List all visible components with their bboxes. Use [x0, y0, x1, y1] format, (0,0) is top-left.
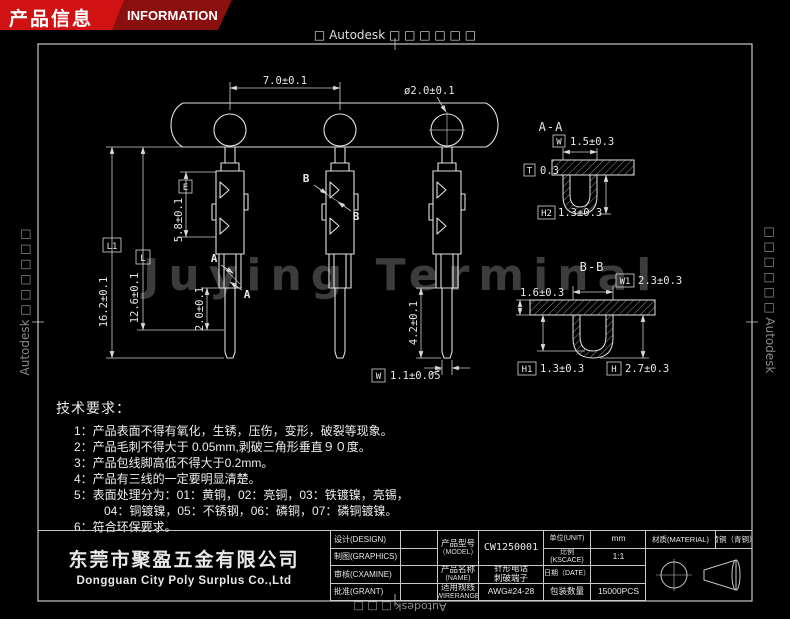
svg-text:A-A: A-A	[539, 120, 564, 134]
header-title-en: INFORMATION	[127, 8, 218, 23]
svg-text:W1: W1	[620, 277, 631, 287]
model-label-cell: 产品型号 （MODEL）	[438, 531, 479, 566]
carrier-strip	[170, 102, 499, 148]
section-bb: B-B W1 2.3±0.3 1.6±0.3 H1 1.3±0.3 H 2.7±…	[516, 260, 682, 376]
svg-text:4.2±0.1: 4.2±0.1	[408, 301, 420, 345]
model-value: CW1250001	[479, 531, 544, 566]
company-cell: 东莞市聚盈五金有限公司 Dongguan City Poly Surplus C…	[38, 531, 330, 601]
dim-pin: 4.2±0.1	[408, 287, 441, 359]
material-value: 黄铜（青铜）	[716, 534, 752, 544]
svg-text:1.3±0.3: 1.3±0.3	[540, 363, 584, 375]
watermark-center: Juying Terminal	[143, 250, 661, 301]
svg-text:1.1±0.05: 1.1±0.05	[390, 370, 441, 382]
svg-text:L: L	[140, 254, 145, 264]
tech-item: 5：表面处理分为：01：黄铜，02：亮铜，03：铁镀镍，亮锡，	[74, 488, 409, 502]
dim-l1: L1 16.2±0.1	[98, 146, 224, 359]
dim-crimp: 2.0±0.1	[194, 287, 218, 331]
qty-value: 15000PCS	[591, 584, 646, 601]
tech-item: 3：产品包线脚高低不得大于0.2mm。	[74, 456, 274, 470]
svg-text:16.2±0.1: 16.2±0.1	[98, 277, 110, 328]
svg-text:ø2.0±0.1: ø2.0±0.1	[404, 85, 455, 97]
svg-text:E: E	[183, 183, 188, 193]
approval-value-graphics	[401, 549, 437, 566]
svg-text:T: T	[527, 167, 533, 177]
header-banner-red	[0, 0, 124, 30]
cut-a-marks: A A	[211, 252, 251, 301]
date-label: 日期（DATE）	[544, 566, 591, 584]
svg-text:H2: H2	[541, 209, 552, 219]
dim-l: L 12.6±0.1	[129, 146, 224, 331]
approval-value-grant	[401, 584, 437, 601]
svg-text:W: W	[556, 138, 562, 148]
svg-text:2.7±0.3: 2.7±0.3	[625, 363, 669, 375]
tech-title: 技术要求：	[56, 400, 131, 416]
svg-text:A: A	[244, 288, 251, 301]
approval-label-grant: 批准(GRANT)	[331, 583, 401, 601]
sheet-frame	[32, 38, 758, 606]
tech-item: 4：产品有三线的一定要明显清楚。	[74, 472, 261, 486]
company-name-cn: 东莞市聚盈五金有限公司	[68, 550, 300, 571]
wire-label-cell: 适用规线 (WIRERANGE)	[438, 583, 479, 601]
svg-text:2.3±0.3: 2.3±0.3	[638, 275, 682, 287]
svg-text:2.0±0.1: 2.0±0.1	[194, 287, 206, 331]
approval-label-design: 设计(DESIGN)	[331, 531, 401, 549]
header-title-cn: 产品信息	[9, 9, 94, 30]
svg-text:H1: H1	[522, 365, 533, 375]
name-value: 针形电话 刺破端子	[479, 566, 544, 584]
svg-text:L1: L1	[107, 242, 118, 252]
approval-value-examine	[401, 566, 437, 584]
scale-value: 1:1	[591, 549, 646, 566]
svg-text:B: B	[303, 172, 310, 185]
approval-table: 设计(DESIGN) 制图(GRAPHICS) 审核(CXAMINE) 批准(G…	[330, 531, 437, 601]
svg-text:B-B: B-B	[580, 260, 605, 274]
section-aa: A-A W 1.5±0.3 T 0.3 H2 1.3±0.3	[523, 120, 635, 220]
material-section: 材质(MATERIAL) 黄铜（青铜）	[645, 531, 752, 601]
tech-item: 2：产品毛刺不得大于 0.05mm,剥破三角形垂直９０度。	[74, 440, 371, 454]
svg-text:H: H	[611, 365, 616, 375]
svg-text:B: B	[353, 210, 360, 223]
watermark-top: □ Autodesk □ □ □ □ □ □	[313, 28, 477, 42]
svg-text:5.8±0.1: 5.8±0.1	[173, 198, 185, 242]
approval-label-graphics: 制图(GRAPHICS)	[331, 548, 401, 566]
material-label: 材质(MATERIAL)	[646, 531, 716, 548]
unit-value: mm	[591, 531, 646, 549]
tech-item: 1：产品表面不得有氧化，生锈，压伤，变形，破裂等现象。	[74, 424, 393, 438]
date-value	[591, 566, 646, 584]
svg-text:12.6±0.1: 12.6±0.1	[129, 273, 141, 324]
unit-label: 单位(UNIT)	[544, 531, 591, 549]
svg-text:0.3: 0.3	[540, 165, 559, 177]
name-label-cell: 产品名称 (NAME)	[438, 566, 479, 584]
approval-value-design	[401, 531, 437, 549]
terminal-1	[211, 146, 249, 359]
terminal-2	[321, 146, 359, 359]
technical-requirements: 技术要求： 1：产品表面不得有氧化，生锈，压伤，变形，破裂等现象。 2：产品毛刺…	[56, 398, 526, 535]
approval-label-examine: 审核(CXAMINE)	[331, 566, 401, 584]
company-name-en: Dongguan City Poly Surplus Co.,Ltd	[76, 575, 292, 587]
projection-symbol	[646, 549, 752, 601]
svg-text:1.5±0.3: 1.5±0.3	[570, 136, 614, 148]
title-block: 东莞市聚盈五金有限公司 Dongguan City Poly Surplus C…	[38, 530, 752, 601]
terminal-3	[428, 146, 466, 359]
qty-label: 包装数量	[544, 583, 591, 601]
svg-text:W: W	[376, 372, 382, 382]
dim-e: E 5.8±0.1	[173, 171, 216, 242]
svg-text:1.3±0.3: 1.3±0.3	[558, 207, 602, 219]
dim-pitch: 7.0±0.1	[229, 75, 341, 110]
svg-text:A: A	[211, 252, 218, 265]
wire-value: AWG#24-28	[479, 583, 544, 601]
dim-diameter: ø2.0±0.1	[404, 85, 455, 113]
cut-b-marks: B B	[303, 172, 360, 223]
dim-w: W 1.1±0.05	[371, 360, 470, 383]
product-table: 产品型号 （MODEL） CW1250001 单位(UNIT) mm 比例(KS…	[437, 531, 646, 601]
svg-text:7.0±0.1: 7.0±0.1	[263, 75, 307, 87]
svg-text:1.6±0.3: 1.6±0.3	[520, 287, 564, 299]
tech-item: 04：铜镀镍，05：不锈钢，06：磷铜，07：磷铜镀镍。	[104, 504, 398, 518]
scale-label: 比例(KSCACE)	[544, 548, 591, 566]
